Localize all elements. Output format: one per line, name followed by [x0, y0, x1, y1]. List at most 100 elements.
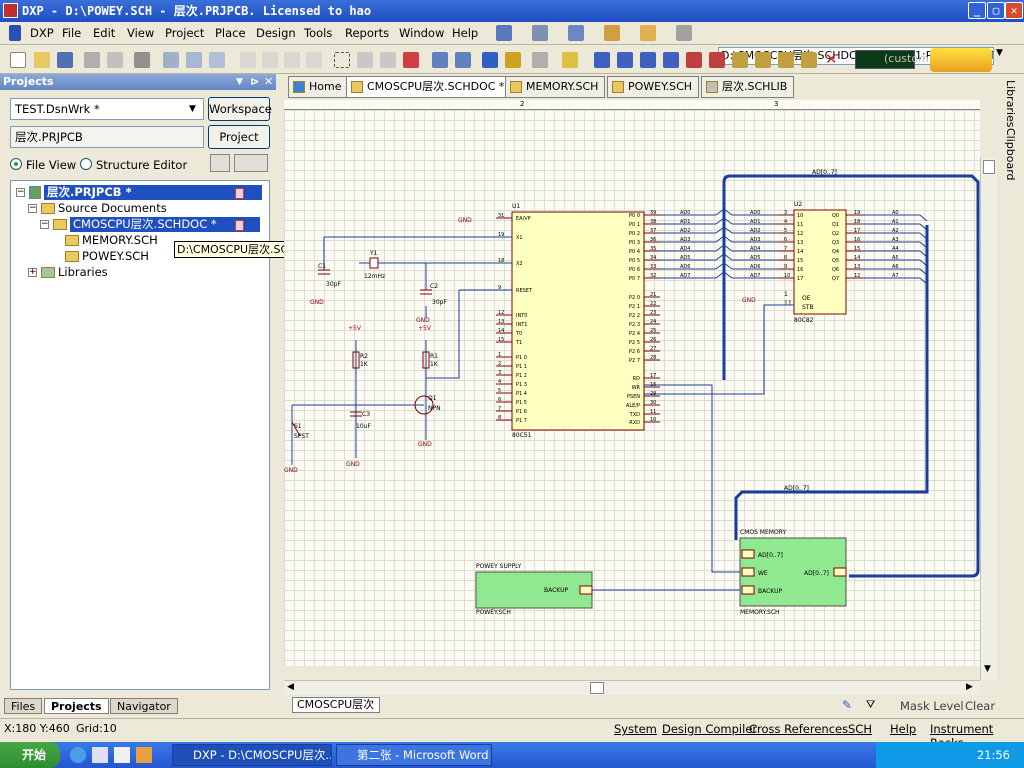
tree-source-docs[interactable]: Source Documents [41, 201, 167, 216]
menu-project[interactable]: Project [165, 26, 205, 40]
tree-libraries[interactable]: Libraries [41, 265, 108, 280]
help-icon[interactable] [562, 52, 578, 68]
menu-edit[interactable]: Edit [93, 26, 116, 40]
junction-icon[interactable] [676, 25, 692, 41]
sheet-entry-ad-right[interactable] [833, 567, 847, 577]
redo-icon[interactable] [455, 52, 471, 68]
power-sheet-symbol[interactable] [475, 571, 593, 609]
wire-icon[interactable] [594, 52, 610, 68]
save-icon[interactable] [57, 52, 73, 68]
copy-icon[interactable] [262, 52, 278, 68]
wire-power[interactable] [292, 340, 427, 430]
tree-project[interactable]: 层次.PRJPCB * [29, 185, 262, 200]
place-port-icon[interactable] [801, 52, 817, 68]
sheet-symbol-icon[interactable] [755, 52, 771, 68]
menu-view[interactable]: View [127, 26, 155, 40]
select-area-icon[interactable] [334, 52, 350, 68]
project-options-icon[interactable] [234, 154, 268, 172]
rubber-stamp-icon[interactable] [306, 52, 322, 68]
ie-icon[interactable] [70, 747, 86, 763]
combo-arrow-icon[interactable]: ▼ [189, 104, 196, 114]
menu-tools[interactable]: Tools [304, 26, 333, 40]
status-sch-button[interactable]: SCH [848, 722, 872, 736]
capacitor-c2[interactable] [420, 289, 432, 295]
port-icon[interactable] [640, 25, 656, 41]
scroll-down-icon[interactable]: ▼ [984, 664, 991, 674]
doc-tab-cmoscpu[interactable]: CMOSCPU层次.SCHDOC * [346, 76, 512, 98]
menu-dxp[interactable]: DXP [30, 26, 54, 40]
structure-editor-radio[interactable] [80, 158, 92, 170]
file-view-radio[interactable] [10, 158, 22, 170]
doc-tab-powey[interactable]: POWEY.SCH [607, 76, 700, 98]
part-icon[interactable] [732, 52, 748, 68]
net-label-icon[interactable] [663, 52, 679, 68]
zoom-area-icon[interactable] [163, 52, 179, 68]
sheet-entry-power-backup[interactable] [579, 585, 593, 595]
tab-files[interactable]: Files [4, 698, 43, 714]
expander-cmoscpu[interactable]: − [40, 219, 49, 229]
cross-probe-icon[interactable] [505, 52, 521, 68]
status-help-button[interactable]: Help [890, 722, 917, 736]
menu-file[interactable]: File [62, 26, 82, 40]
u1-body[interactable] [511, 211, 645, 431]
address-dropdown-icon[interactable]: ▼ [996, 48, 1003, 58]
menu-help[interactable]: Help [452, 26, 479, 40]
resistor-r2[interactable] [352, 351, 360, 369]
app-icon[interactable] [136, 747, 152, 763]
vcc-port-icon[interactable] [709, 52, 725, 68]
scroll-thumb[interactable] [983, 160, 995, 174]
taskbar-word[interactable]: 第二张 - Microsoft Word [336, 744, 492, 766]
vertical-scrollbar[interactable]: ▼ [980, 158, 997, 680]
taskbar-dxp[interactable]: DXP - D:\CMOSCPU层次.... [172, 744, 332, 766]
bus-entry-icon[interactable] [640, 52, 656, 68]
scroll-thumb[interactable] [590, 682, 604, 694]
status-system-button[interactable]: System [614, 722, 657, 736]
desktop-icon[interactable] [114, 747, 130, 763]
open-icon[interactable] [34, 52, 50, 68]
move-icon[interactable] [357, 52, 373, 68]
hierarchy-icon[interactable] [482, 52, 498, 68]
zoom-fit-icon[interactable] [186, 52, 202, 68]
project-field[interactable]: 层次.PRJPCB [10, 126, 204, 148]
menu-window[interactable]: Window [399, 26, 445, 40]
new-icon[interactable] [10, 52, 26, 68]
tree-cmoscpu[interactable]: CMOSCPU层次.SCHDOC * [53, 217, 260, 232]
filter-icon[interactable]: ⛛ [866, 698, 876, 711]
no-erc-icon[interactable]: ✕ [825, 50, 838, 68]
gnd-port-icon[interactable] [686, 52, 702, 68]
browse-library-icon[interactable] [532, 52, 548, 68]
pen-icon[interactable]: ✎ [842, 698, 853, 712]
sheet-entry-icon[interactable] [778, 52, 794, 68]
side-tab-libraries[interactable]: Libraries [1004, 80, 1017, 128]
bus-right[interactable] [734, 225, 929, 540]
close-button[interactable]: ✕ [1005, 2, 1023, 19]
switch-s1[interactable] [291, 421, 301, 437]
side-tab-clipboard[interactable]: Clipboard [1004, 128, 1017, 181]
clear-button[interactable]: Clear [965, 699, 996, 713]
status-cross-references-button[interactable]: Cross References [749, 722, 849, 736]
undo-icon[interactable] [432, 52, 448, 68]
scroll-right-icon[interactable]: ▶ [966, 682, 973, 692]
expander-libraries[interactable]: + [28, 267, 37, 277]
minimize-button[interactable]: _ [968, 2, 986, 19]
capacitor-c3[interactable] [350, 411, 362, 417]
zoom-select-icon[interactable] [209, 52, 225, 68]
select-icon[interactable] [380, 52, 396, 68]
wire-x2[interactable] [323, 237, 512, 270]
panel-close-icon[interactable]: ✕ [264, 75, 274, 88]
print-icon[interactable] [84, 52, 100, 68]
power-icon[interactable] [604, 25, 620, 41]
maximize-button[interactable]: ▢ [987, 2, 1005, 19]
scroll-left-icon[interactable]: ◀ [287, 682, 294, 692]
tab-projects[interactable]: Projects [44, 698, 109, 714]
bus-loop[interactable] [722, 174, 980, 578]
wire-reset[interactable] [425, 289, 512, 420]
bus-tool-icon[interactable] [617, 52, 633, 68]
sheet-tab[interactable]: CMOSCPU层次 [292, 697, 380, 713]
transistor-q1[interactable] [414, 395, 434, 415]
panel-menu-icon[interactable]: ▼ [236, 77, 243, 87]
menu-reports[interactable]: Reports [345, 26, 390, 40]
color-swatch[interactable] [855, 50, 915, 69]
mask-level-button[interactable]: Mask Level [900, 699, 964, 713]
doc-tab-schlib[interactable]: 层次.SCHLIB [701, 76, 795, 98]
